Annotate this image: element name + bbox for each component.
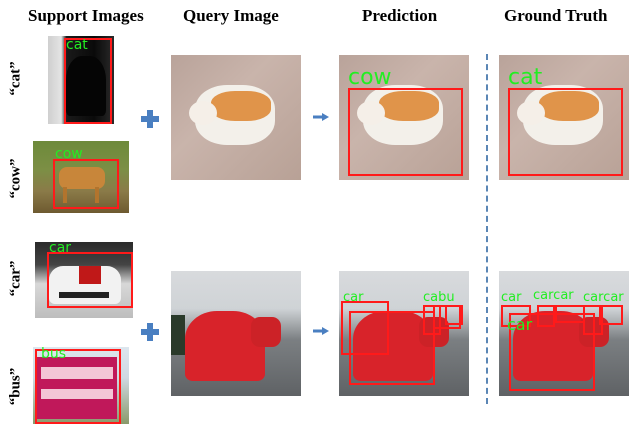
label-car: “car” — [7, 260, 24, 297]
header-ground-truth: Ground Truth — [504, 6, 608, 25]
support-image-car: car — [35, 242, 133, 318]
label-cat: “cat” — [7, 61, 24, 96]
gt-label-top: cat — [508, 65, 543, 90]
support-image-cat: cat — [48, 36, 114, 124]
bbox-label-cat: cat — [66, 37, 88, 53]
header-prediction: Prediction — [362, 6, 438, 25]
gt-label-bottom-3: carcar — [583, 290, 624, 305]
header-support-images: Support Images — [28, 6, 144, 25]
arrow-icon-top — [313, 113, 329, 121]
bbox-label-cow: cow — [55, 146, 83, 162]
bbox-label-car: car — [49, 242, 72, 256]
query-image-cat — [171, 55, 301, 180]
header-query-image: Query Image — [183, 6, 279, 25]
gt-label-bottom-4: car — [507, 315, 533, 334]
support-image-cow: cow — [33, 141, 129, 213]
query-image-cars — [171, 271, 301, 396]
prediction-image-top: cow — [339, 55, 469, 180]
plus-icon-top — [141, 110, 159, 128]
pred-label-bottom-2: cabu — [423, 290, 455, 305]
arrow-icon-bottom — [313, 327, 329, 335]
pred-label-bottom-1: car — [343, 290, 364, 305]
plus-icon-bottom — [141, 323, 159, 341]
ground-truth-image-top: cat — [499, 55, 629, 180]
bbox-label-bus: bus — [41, 347, 67, 362]
ground-truth-image-bottom: car carcar carcar car — [499, 271, 629, 396]
label-cow: “cow” — [7, 158, 24, 199]
prediction-image-bottom: car cabu — [339, 271, 469, 396]
divider-line — [486, 54, 488, 404]
gt-label-bottom-1: car — [501, 290, 522, 305]
gt-label-bottom-2: carcar — [533, 288, 574, 303]
label-bus: “bus” — [7, 367, 24, 406]
support-image-bus: bus — [33, 347, 129, 424]
pred-label-top: cow — [348, 65, 392, 90]
